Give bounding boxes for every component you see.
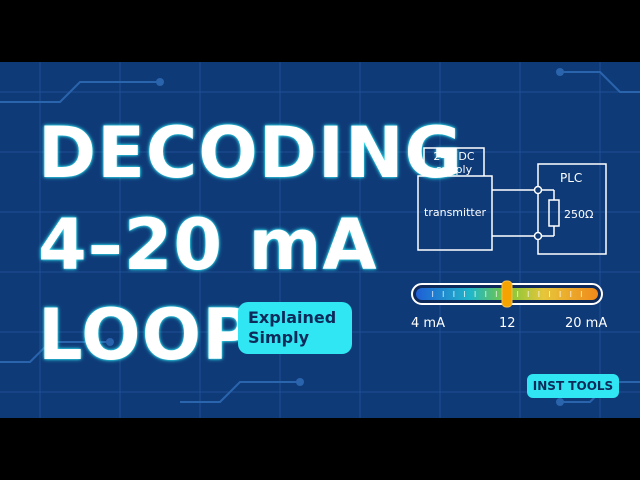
plc-box — [537, 163, 607, 255]
terminal-top — [533, 185, 543, 195]
circuit-background — [0, 62, 640, 418]
transmitter-label: transmitter — [424, 206, 486, 219]
supply-label-2: supply — [436, 163, 473, 176]
terminal-bottom — [533, 231, 543, 241]
current-scale-bar — [411, 280, 603, 308]
brand-badge: INST TOOLS — [527, 374, 619, 398]
scale-indicator — [501, 280, 513, 308]
thumbnail-panel: DECODING 4–20 mA LOOP Explained Simply — [0, 62, 640, 418]
scale-min-label: 4 mA — [411, 316, 445, 331]
resistor-label: 250Ω — [564, 208, 593, 221]
plc-label: PLC — [560, 171, 582, 185]
headline-line-1: DECODING — [38, 112, 463, 194]
explained-simply-badge: Explained Simply — [238, 302, 352, 354]
headline-line-3: LOOP — [38, 294, 255, 376]
headline-line-2: 4–20 mA — [38, 204, 378, 286]
scale-mid-label: 12 — [499, 316, 516, 331]
scale-max-label: 20 mA — [565, 316, 608, 331]
badge-line-1: Explained — [248, 308, 337, 327]
badge-line-2: Simply — [248, 328, 310, 347]
resistor-symbol — [548, 199, 560, 227]
loop-diagram: 24V DC supply transmitter PLC 250Ω — [417, 147, 607, 255]
transmitter-box — [417, 175, 493, 251]
supply-label-1: 24V DC — [433, 150, 474, 163]
supply-box — [423, 147, 485, 176]
